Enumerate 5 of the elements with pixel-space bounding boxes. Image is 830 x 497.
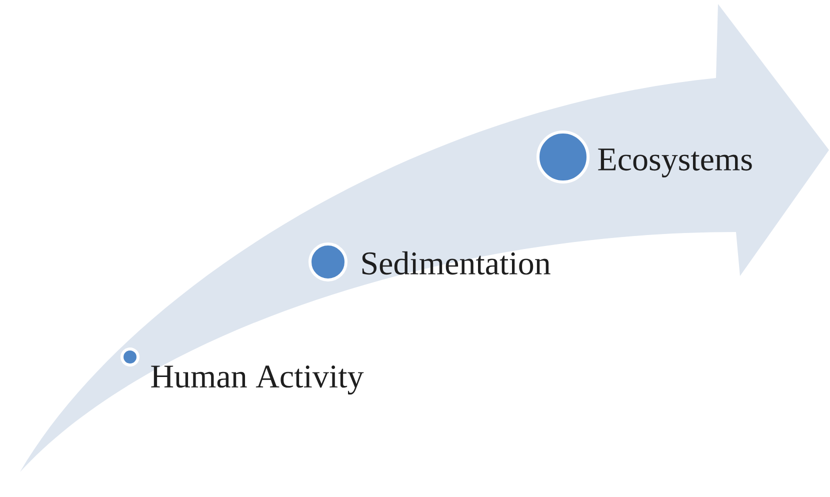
circle-marker: [536, 130, 590, 184]
step-label: Ecosystems: [598, 148, 752, 178]
circle-marker: [120, 348, 140, 366]
step-label: Sedimentation: [362, 251, 550, 275]
step-label: Human Activity: [151, 366, 364, 394]
